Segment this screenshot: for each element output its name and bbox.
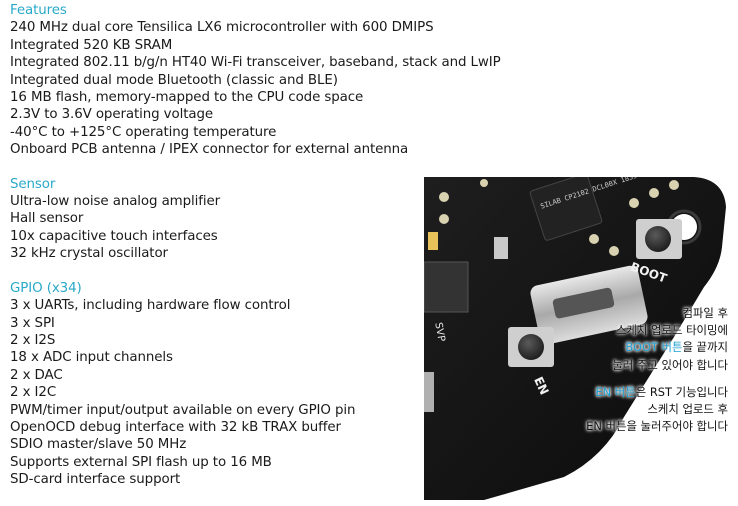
gpio-item: PWM/timer input/output available on ever… [10, 402, 356, 418]
note-line: EN 버튼을 눌러주어야 합니다 [586, 419, 728, 434]
gpio-item: 18 x ADC input channels [10, 350, 173, 366]
board-photo: SILAB CP2102 DCL00X 1835+ BOOT EN SVP [424, 177, 738, 500]
note-line: EN 버튼은 RST 기능입니다 [586, 384, 728, 401]
feature-item: -40°C to +125°C operating temperature [10, 124, 277, 140]
board-illustration: SILAB CP2102 DCL00X 1835+ BOOT EN SVP [424, 177, 738, 500]
sensor-heading: Sensor [10, 176, 56, 192]
boot-note: 컴파일 후 스케치 업로드 타이밍에 BOOT 버튼을 끝까지 눌러 주고 있어… [612, 305, 728, 374]
features-list: 240 MHz dual core Tensilica LX6 microcon… [10, 19, 501, 158]
feature-item: Integrated 802.11 b/g/n HT40 Wi-Fi trans… [10, 55, 501, 71]
features-section: Features 240 MHz dual core Tensilica LX6… [10, 2, 501, 159]
features-heading: Features [10, 3, 67, 18]
sensor-item: 32 kHz crystal oscillator [10, 246, 168, 262]
en-button-text: EN 버튼 [595, 385, 636, 399]
note-text: 을 끝까지 [682, 340, 728, 355]
gpio-section: GPIO (x34) 3 x UARTs, including hardware… [10, 280, 430, 489]
note-text: 은 RST 기능입니다 [635, 385, 728, 399]
feature-item: 16 MB flash, memory-mapped to the CPU co… [10, 90, 364, 106]
note-line: 스케치 업로드 타이밍에 [615, 323, 728, 338]
micro-usb-connector [530, 265, 648, 345]
sensor-list: Ultra-low noise analog amplifier Hall se… [10, 193, 430, 263]
gpio-item: OpenOCD debug interface with 32 kB TRAX … [10, 419, 341, 435]
voltage-regulator [424, 261, 469, 313]
gpio-item: 2 x I2C [10, 385, 57, 401]
pin-label: SVP [432, 322, 446, 343]
note-line: 눌러 주고 있어야 합니다 [612, 357, 728, 372]
gpio-item: SD-card interface support [10, 472, 181, 488]
feature-item: Onboard PCB antenna / IPEX connector for… [10, 142, 409, 158]
feature-item: Integrated dual mode Bluetooth (classic … [10, 72, 338, 88]
note-line: 컴파일 후 [682, 306, 728, 320]
gpio-item: 2 x I2S [10, 332, 56, 348]
spec-list: Features 240 MHz dual core Tensilica LX6… [10, 2, 501, 506]
note-line: 스케치 업로드 후 [647, 402, 728, 417]
en-note: EN 버튼은 RST 기능입니다 스케치 업로드 후 EN 버튼을 눌러주어야 … [586, 384, 728, 436]
resistor [494, 237, 508, 259]
en-label: EN [531, 375, 551, 397]
gpio-item: 3 x UARTs, including hardware flow contr… [10, 298, 291, 314]
boot-button-text: BOOT 버튼 [625, 340, 683, 355]
feature-item: 240 MHz dual core Tensilica LX6 microcon… [10, 20, 434, 36]
gpio-list: 3 x UARTs, including hardware flow contr… [10, 297, 430, 488]
gpio-item: Supports external SPI flash up to 16 MB [10, 454, 272, 470]
gpio-heading: GPIO (x34) [10, 280, 82, 296]
sensor-section: Sensor Ultra-low noise analog amplifier … [10, 176, 430, 263]
feature-item: 2.3V to 3.6V operating voltage [10, 107, 214, 123]
sensor-item: Hall sensor [10, 211, 84, 227]
sensor-item: 10x capacitive touch interfaces [10, 228, 218, 244]
gpio-item: SDIO master/slave 50 MHz [10, 437, 187, 453]
feature-item: Integrated 520 KB SRAM [10, 37, 173, 53]
note-line: BOOT 버튼을 끝까지 [612, 339, 728, 356]
capacitor [428, 232, 438, 250]
gpio-item: 2 x DAC [10, 367, 63, 383]
header-pin [424, 372, 434, 412]
gpio-item: 3 x SPI [10, 315, 55, 331]
sensor-item: Ultra-low noise analog amplifier [10, 194, 221, 210]
en-button[interactable]: EN [508, 327, 554, 397]
